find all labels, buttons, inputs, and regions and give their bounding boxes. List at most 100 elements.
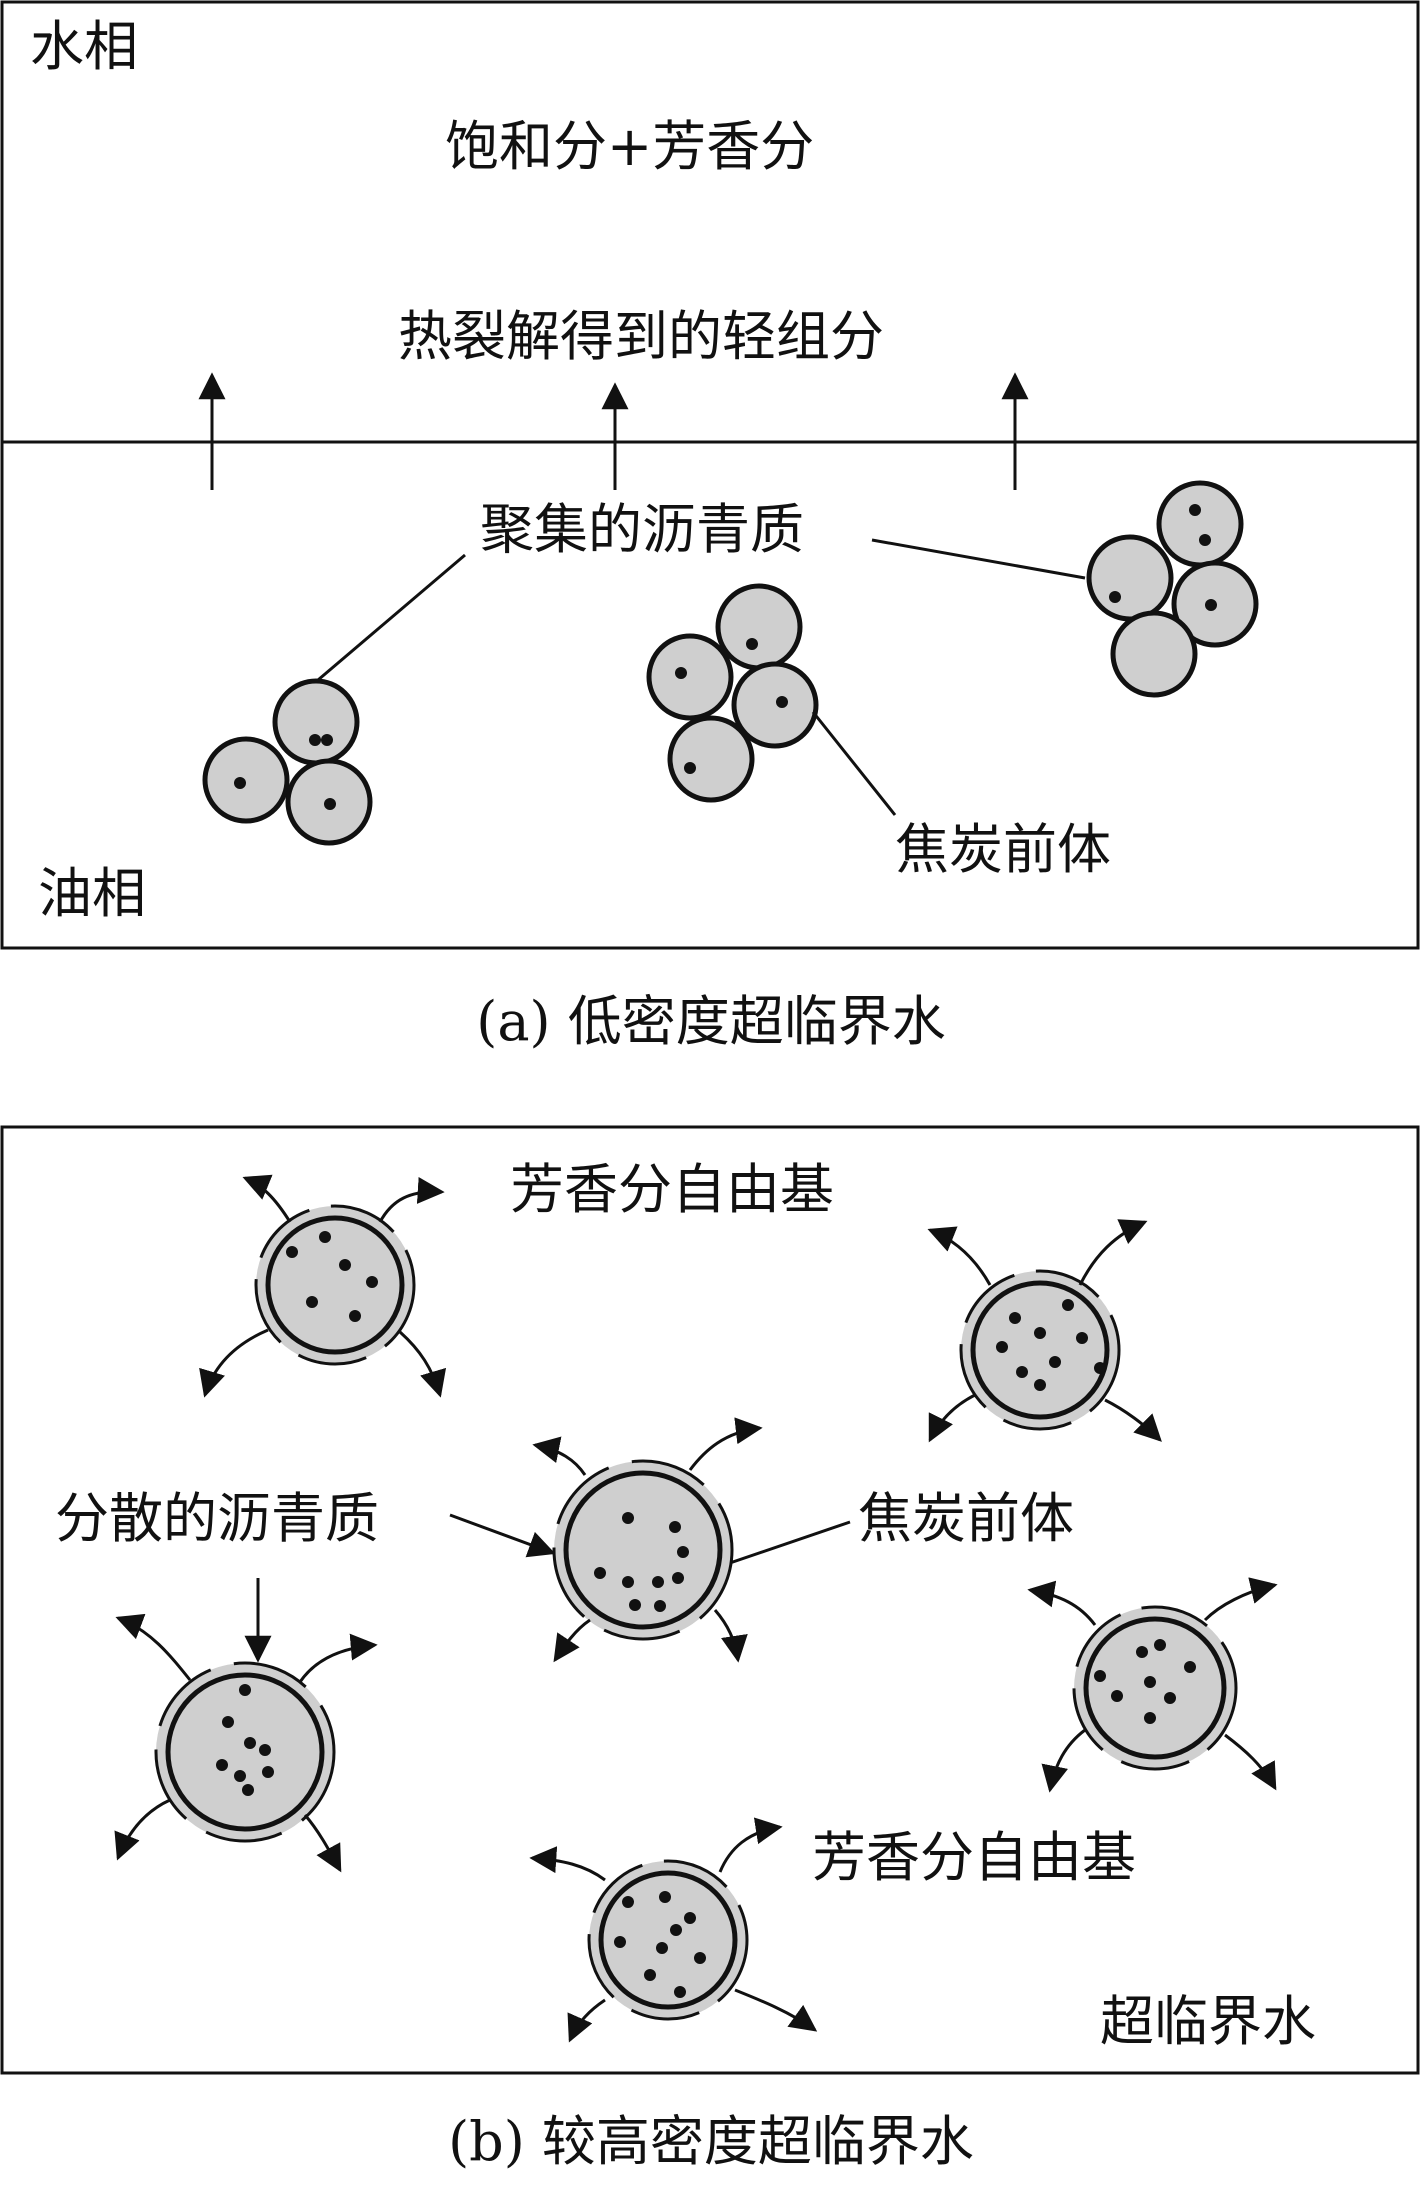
dispersed-asphaltene-arrow-right xyxy=(449,1513,556,1558)
radical-shell-outline xyxy=(552,1459,734,1641)
asphaltene-cluster-left xyxy=(202,678,373,846)
asphaltene-particle xyxy=(715,583,803,671)
dispersed-asphaltene-label: 分散的沥青质 xyxy=(55,1487,379,1550)
coke-precursor-dot xyxy=(694,1952,706,1964)
asphaltene-particle xyxy=(731,661,819,749)
aromatic-radicals-label-bottom: 芳香分自由基 xyxy=(812,1826,1136,1889)
asphaltene-particle xyxy=(667,715,755,803)
coke-precursor-dot xyxy=(1205,599,1217,611)
radical-arrow xyxy=(928,1393,976,1443)
coke-precursor-dot xyxy=(306,1296,318,1308)
coke-precursor-dot xyxy=(677,1546,689,1558)
panel-b-frame xyxy=(0,1125,1420,2075)
radical-arrow xyxy=(718,1817,783,1873)
asphaltene-particle xyxy=(646,633,734,721)
coke-precursor-dot xyxy=(366,1276,378,1288)
asphaltene-particle xyxy=(1110,610,1198,698)
coke-precursor-dot xyxy=(239,1684,251,1696)
coke-precursor-dot xyxy=(1144,1676,1156,1688)
radical-arrow xyxy=(1224,1733,1277,1791)
dispersed-asphaltene-particle xyxy=(1027,1577,1278,1793)
coke-precursor-dot xyxy=(746,638,758,650)
coke-precursor-dot xyxy=(349,1310,361,1322)
coke-precursor-dot xyxy=(614,1936,626,1948)
asphaltene-cluster-middle xyxy=(646,583,819,803)
radical-arrow xyxy=(303,1814,342,1873)
radical-arrow xyxy=(1027,1580,1097,1626)
coke-precursor-label-b: 焦炭前体 xyxy=(858,1487,1074,1550)
coke-precursor-dot xyxy=(319,1231,331,1243)
coke-precursor-dot xyxy=(1094,1362,1106,1374)
radical-arrow xyxy=(1041,1728,1086,1793)
dispersed-asphaltene-particle xyxy=(927,1219,1162,1443)
coke-precursor-dot xyxy=(1154,1639,1166,1651)
aggregated-asphaltene-label: 聚集的沥青质 xyxy=(480,498,804,561)
coke-precursor-dot xyxy=(1016,1366,1028,1378)
coke-precursor-dot xyxy=(244,1737,256,1749)
coke-precursor-dot xyxy=(1049,1356,1061,1368)
coke-precursor-dot xyxy=(654,1600,666,1612)
coke-precursor-dot xyxy=(242,1784,254,1796)
coke-precursor-dot xyxy=(1136,1646,1148,1658)
coke-precursor-dot xyxy=(1189,504,1201,516)
coke-precursor-dot xyxy=(594,1567,606,1579)
radical-arrow xyxy=(713,1609,748,1663)
leader-line-right xyxy=(871,538,1086,580)
coke-precursor-dot xyxy=(222,1716,234,1728)
coke-precursor-dot xyxy=(659,1891,671,1903)
radical-arrow xyxy=(1104,1398,1162,1442)
aromatic-radicals-label-top: 芳香分自由基 xyxy=(510,1158,834,1221)
coke-precursor-dot xyxy=(1009,1312,1021,1324)
radical-arrow xyxy=(398,1330,447,1398)
radical-arrow xyxy=(532,1436,587,1476)
coke-precursor-dot xyxy=(644,1969,656,1981)
asphaltene-particle xyxy=(1086,534,1174,622)
radical-shell-outline xyxy=(254,1204,416,1366)
coke-precursor-dot xyxy=(684,762,696,774)
asphaltene-particle xyxy=(202,736,290,824)
coke-precursor-leader xyxy=(811,711,897,816)
radical-arrow xyxy=(734,1988,818,2032)
radical-arrow xyxy=(199,1328,269,1398)
coke-precursor-dot xyxy=(1076,1332,1088,1344)
coke-precursor-dot xyxy=(1034,1327,1046,1339)
radical-shell-outline xyxy=(1072,1605,1238,1771)
coke-precursor-dot xyxy=(652,1576,664,1588)
coke-precursor-dot xyxy=(684,1912,696,1924)
oil-phase-label: 油相 xyxy=(38,862,146,925)
radical-arrow xyxy=(553,1618,591,1663)
water-phase-label: 水相 xyxy=(30,15,138,78)
asphaltene-core xyxy=(598,1870,738,2010)
panel-a-frame xyxy=(0,0,1420,950)
coke-precursor-dot xyxy=(262,1766,274,1778)
coke-precursor-dot xyxy=(622,1576,634,1588)
leader-line-left xyxy=(317,553,466,682)
asphaltene-core xyxy=(970,1280,1110,1420)
coke-precursor-dot xyxy=(776,696,788,708)
coke-precursor-dot xyxy=(669,1521,681,1533)
coke-precursor-dot xyxy=(622,1896,634,1908)
coke-precursor-dot xyxy=(1109,591,1121,603)
radical-shell-outline xyxy=(587,1859,749,2021)
radical-arrow xyxy=(242,1174,292,1223)
coke-precursor-dot xyxy=(672,1572,684,1584)
coke-precursor-dot xyxy=(1034,1379,1046,1391)
coke-precursor-dot xyxy=(674,1986,686,1998)
radical-arrow xyxy=(529,1846,606,1882)
dispersed-asphaltene-particle xyxy=(532,1417,763,1663)
radical-arrow xyxy=(115,1613,192,1681)
radical-arrow xyxy=(114,1798,171,1861)
panel-b: 芳香分自由基 分散的沥青质 焦炭前体 芳香分自由基 超临界水 xyxy=(0,1125,1420,2075)
coke-precursor-dot xyxy=(286,1246,298,1258)
caption-a: (a) 低密度超临界水 xyxy=(476,990,946,1053)
asphaltene-core xyxy=(563,1470,723,1630)
coke-precursor-dot xyxy=(309,734,321,746)
light-components-label: 热裂解得到的轻组分 xyxy=(398,305,884,368)
asphaltene-core xyxy=(265,1215,405,1355)
radical-arrow xyxy=(567,1998,606,2043)
coke-precursor-dot xyxy=(1062,1299,1074,1311)
coke-precursor-dot xyxy=(324,798,336,810)
radical-arrow xyxy=(927,1226,992,1286)
coke-precursor-dot xyxy=(675,667,687,679)
